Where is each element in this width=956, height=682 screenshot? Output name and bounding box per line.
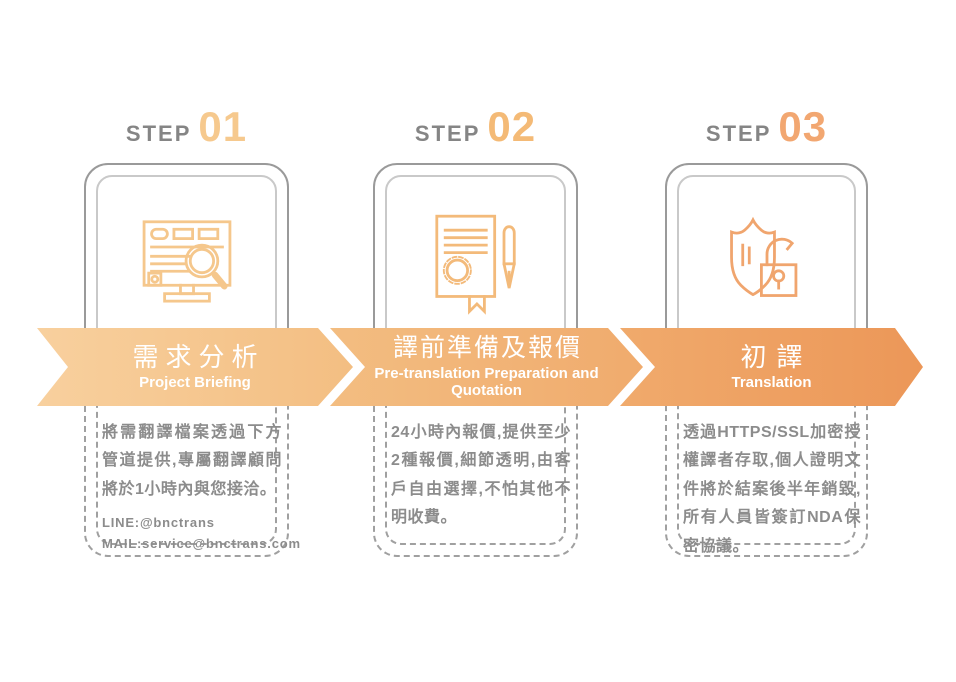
card-outline-dashed [665, 406, 868, 557]
contact-line: MAIL:service@bnctrans.com [102, 536, 301, 552]
card-outline-solid [373, 163, 578, 328]
shield-lock-icon [711, 205, 823, 317]
card-outline-solid [665, 163, 868, 328]
step-number: 03 [778, 103, 828, 150]
monitor-search-icon [131, 205, 243, 317]
card-outline-dashed [373, 406, 578, 557]
contract-pen-icon [420, 205, 532, 317]
step-label: STEP [414, 121, 481, 146]
banner-subtitle: Project Briefing [139, 374, 251, 392]
banner-subtitle: Pre-translation Preparation and Quotatio… [374, 365, 599, 400]
step-label: STEP [125, 121, 192, 146]
step-label: STEP [705, 121, 772, 146]
step-banner-3: 初譯 Translation [620, 328, 923, 406]
step-description: 24小時內報價,提供至少2種報價,細節透明,由客戶自由選擇,不怕其他不明收費。 [391, 424, 571, 527]
step-description: 將需翻譯檔案透過下方管道提供,專屬翻譯顧問將於1小時內與您接洽。 [102, 424, 282, 498]
banner-title: 譯前準備及報價 [392, 333, 582, 362]
banner-subtitle: Translation [731, 374, 812, 392]
card-outline-dashed [84, 406, 289, 557]
step-number: 02 [487, 103, 537, 150]
card-outline-solid [84, 163, 289, 328]
banner-title: 需求分析 [132, 341, 265, 372]
contact-line: LINE:@bnctrans [102, 515, 215, 530]
banner-title: 初譯 [740, 341, 813, 372]
step-description: 透過HTTPS/SSL加密授權譯者存取,個人證明文件將於結案後半年銷毀,所有人員… [683, 424, 861, 555]
contact-info: LINE:@bnctrans MAIL:service@bnctrans.com [102, 512, 301, 555]
step-banner-2: 譯前準備及報價 Pre-translation Preparation and … [330, 328, 643, 406]
step-number: 01 [198, 103, 248, 150]
step-banner-1: 需求分析 Project Briefing [37, 328, 353, 406]
